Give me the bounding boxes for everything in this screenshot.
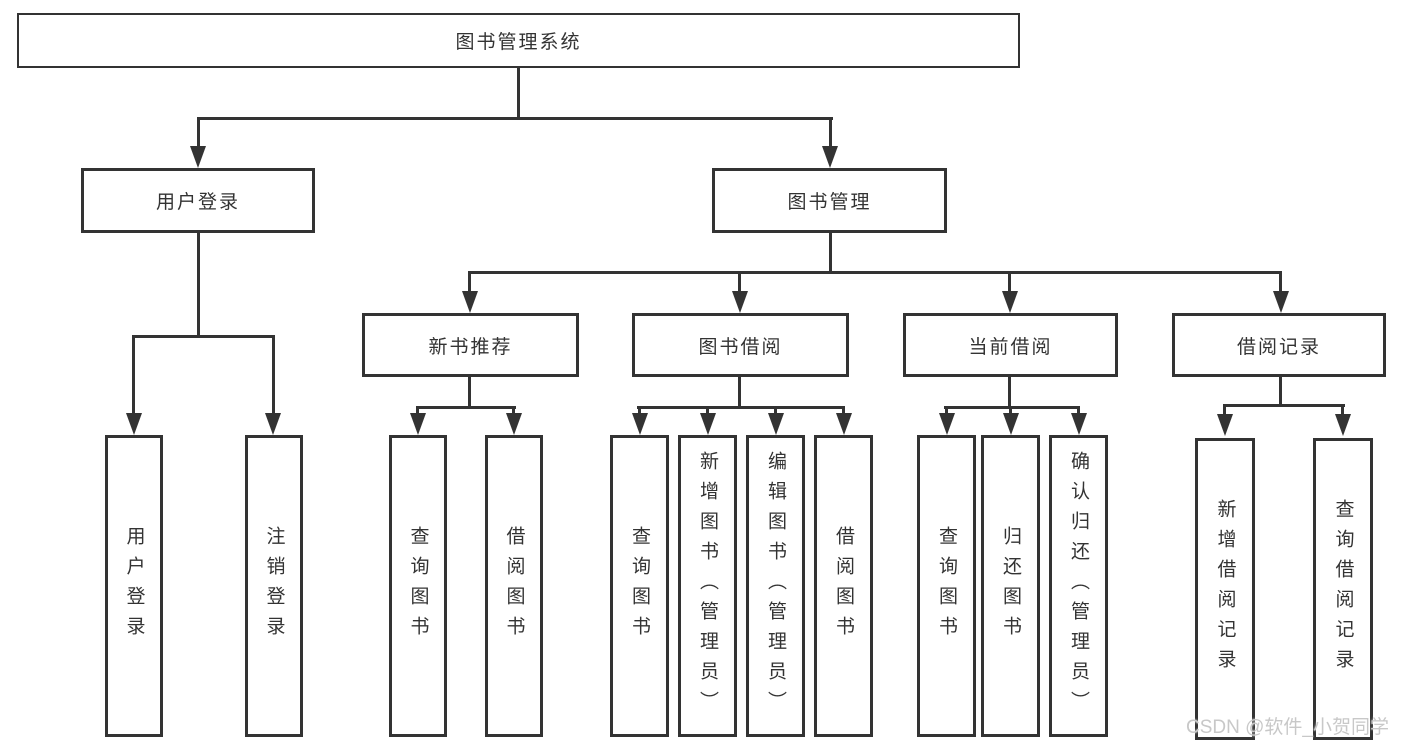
connector-borrow-records-rail — [1223, 404, 1345, 407]
arrowhead-down — [1335, 414, 1351, 436]
connector-drop-logout-leaf — [272, 335, 275, 415]
connector-level3-rail — [468, 271, 1282, 274]
node-label: 查询图书 — [629, 526, 650, 646]
arrowhead-down — [1217, 414, 1233, 436]
connector-level2-rail — [197, 117, 833, 120]
connector-borrow-records-trunk — [1279, 377, 1282, 406]
arrowhead-down — [768, 413, 784, 435]
node-label: 当前借阅 — [968, 336, 1053, 358]
node-book-management: 图书管理 — [712, 168, 947, 233]
node-new-book-recommend: 新书推荐 — [362, 313, 579, 377]
connector-drop-leaf — [512, 406, 515, 415]
node-leaf-query-borrow-record: 查询借阅记录 — [1313, 438, 1373, 740]
node-current-borrow: 当前借阅 — [903, 313, 1118, 377]
node-user-login: 用户登录 — [81, 168, 315, 233]
arrowhead-down — [822, 146, 838, 168]
arrowhead-down — [939, 413, 955, 435]
connector-current-borrow-trunk — [1008, 377, 1011, 408]
node-leaf-add-borrow-record: 新增借阅记录 — [1195, 438, 1255, 740]
connector-drop-borrow-records — [1279, 271, 1282, 293]
connector-book-management-trunk — [829, 233, 832, 273]
node-leaf-return-books: 归还图书 — [981, 435, 1040, 737]
node-label: 新增借阅记录 — [1214, 499, 1236, 679]
node-label: 借阅图书 — [833, 526, 854, 646]
node-label: 新书推荐 — [428, 336, 513, 358]
node-label: 查询图书 — [407, 526, 429, 646]
connector-drop-leaf — [706, 406, 709, 415]
connector-current-borrow-rail — [944, 406, 1080, 409]
node-label: 新增图书（管理员） — [697, 451, 718, 721]
connector-root-trunk — [517, 68, 520, 118]
arrowhead-down — [836, 413, 852, 435]
node-leaf-query-books: 查询图书 — [389, 435, 447, 737]
connector-drop-book-management — [829, 117, 832, 148]
connector-drop-leaf — [1341, 404, 1344, 415]
connector-drop-leaf — [842, 406, 845, 415]
node-label: 确认归还（管理员） — [1068, 451, 1089, 721]
connector-drop-leaf — [945, 406, 948, 415]
connector-drop-current-borrow — [1008, 271, 1011, 293]
arrowhead-down — [700, 413, 716, 435]
node-leaf-borrow-books: 借阅图书 — [485, 435, 543, 737]
connector-drop-user-login — [197, 117, 200, 148]
connector-drop-leaf — [1223, 404, 1226, 415]
node-label: 查询图书 — [936, 526, 957, 646]
arrowhead-down — [1002, 291, 1018, 313]
connector-drop-login-leaf — [132, 335, 135, 415]
node-label: 注销登录 — [263, 526, 285, 646]
node-leaf-borrow-books: 借阅图书 — [814, 435, 873, 737]
node-root-label: 图书管理系统 — [455, 32, 582, 53]
connector-drop-leaf — [1077, 406, 1080, 415]
node-label: 查询借阅记录 — [1332, 499, 1354, 679]
node-label: 用户登录 — [155, 192, 240, 213]
node-borrow-records: 借阅记录 — [1172, 313, 1386, 377]
node-leaf-add-books-admin: 新增图书（管理员） — [678, 435, 737, 737]
connector-drop-leaf — [638, 406, 641, 415]
arrowhead-down — [1273, 291, 1289, 313]
arrowhead-down — [732, 291, 748, 313]
arrowhead-down — [1003, 413, 1019, 435]
node-leaf-edit-books-admin: 编辑图书（管理员） — [746, 435, 805, 737]
connector-new-book-rail — [416, 406, 516, 409]
arrowhead-down — [190, 146, 206, 168]
node-label: 编辑图书（管理员） — [765, 451, 786, 721]
connector-drop-new-book — [468, 271, 471, 293]
connector-drop-leaf — [774, 406, 777, 415]
connector-book-borrow-rail — [637, 406, 845, 409]
node-leaf-confirm-return-admin: 确认归还（管理员） — [1049, 435, 1108, 737]
node-label: 图书管理 — [787, 192, 872, 213]
node-label: 借阅图书 — [503, 526, 525, 646]
node-root: 图书管理系统 — [17, 13, 1020, 68]
node-leaf-logout: 注销登录 — [245, 435, 303, 737]
connector-drop-leaf — [416, 406, 419, 415]
arrowhead-down — [1071, 413, 1087, 435]
connector-drop-book-borrow — [738, 271, 741, 293]
connector-book-borrow-trunk — [738, 377, 741, 408]
arrowhead-down — [265, 413, 281, 435]
arrowhead-down — [410, 413, 426, 435]
node-book-borrow: 图书借阅 — [632, 313, 849, 377]
csdn-watermark: CSDN @软件_小贺同学 — [1186, 717, 1389, 738]
node-label: 图书借阅 — [698, 336, 783, 358]
arrowhead-down — [632, 413, 648, 435]
node-label: 归还图书 — [1000, 526, 1021, 646]
connector-drop-leaf — [1009, 406, 1012, 415]
node-leaf-query-books: 查询图书 — [917, 435, 976, 737]
node-label: 借阅记录 — [1236, 336, 1321, 358]
connector-user-login-trunk — [197, 233, 200, 337]
arrowhead-down — [506, 413, 522, 435]
node-label: 用户登录 — [123, 526, 145, 646]
arrowhead-down — [126, 413, 142, 435]
connector-user-login-rail — [132, 335, 275, 338]
arrowhead-down — [462, 291, 478, 313]
node-leaf-query-books: 查询图书 — [610, 435, 669, 737]
node-leaf-user-login: 用户登录 — [105, 435, 163, 737]
connector-new-book-trunk — [468, 377, 471, 408]
